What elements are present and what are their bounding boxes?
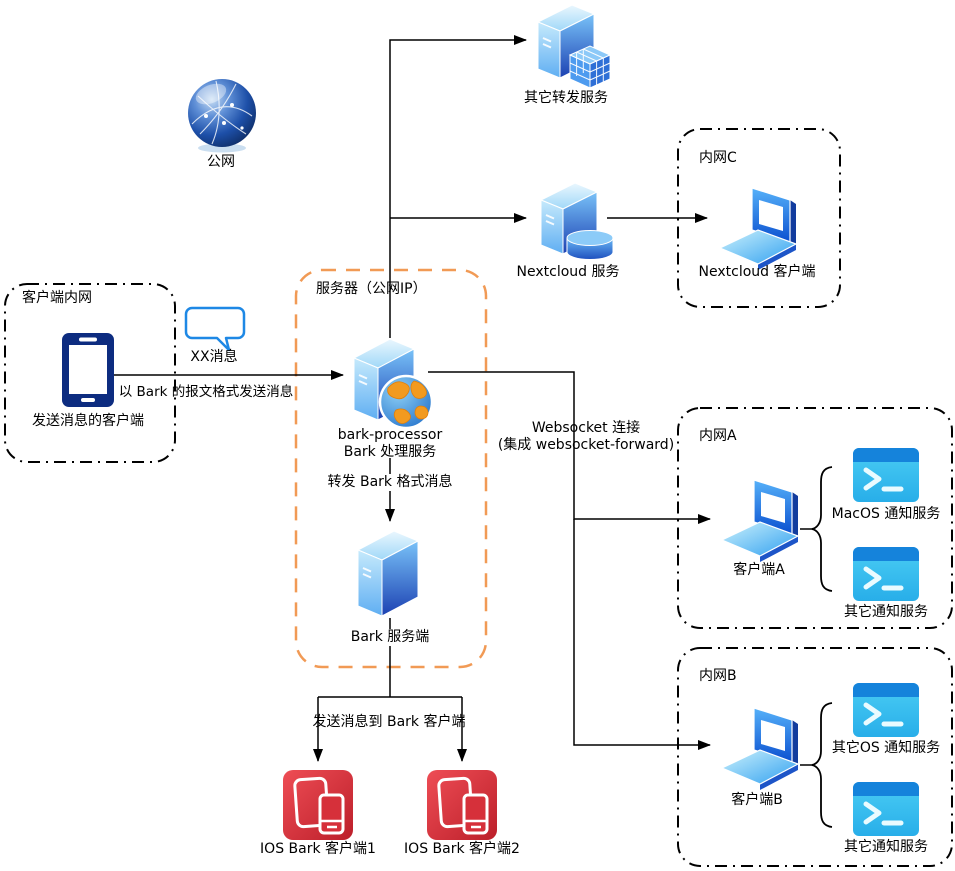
nextcloud-client-label: Nextcloud 客户端 <box>698 264 816 280</box>
bark-processor-server-icon <box>352 338 434 430</box>
client-intranet-box <box>4 283 176 463</box>
other-forward-service-label: 其它转发服务 <box>524 90 608 106</box>
public-network-label: 公网 <box>207 154 235 170</box>
client-a-label: 客户端A <box>733 562 785 578</box>
macos-notify-terminal-icon <box>853 448 919 502</box>
ios-bark-client2-label: IOS Bark 客户端2 <box>404 841 520 857</box>
send-to-clients-edge-label: 发送消息到 Bark 客户端 <box>312 714 466 730</box>
intranet-c-box <box>677 128 841 308</box>
bark-server-label: Bark 服务端 <box>347 629 433 646</box>
database-cylinder-icon <box>566 230 614 260</box>
nextcloud-server-icon <box>539 182 614 260</box>
other-notify-b-label: 其它通知服务 <box>844 839 928 855</box>
server-public-label: 服务器（公网IP） <box>316 281 427 297</box>
intranet-b-box <box>677 647 953 867</box>
ios-bark-client1-icon <box>283 770 353 840</box>
other-notify-b-terminal-icon <box>853 782 919 836</box>
intranet-a-label: 内网A <box>699 428 737 444</box>
sender-phone-icon <box>62 333 114 407</box>
brace-intranet-a <box>811 466 833 592</box>
nextcloud-client-laptop-icon <box>718 187 798 270</box>
public-network-globe-icon <box>188 79 256 153</box>
edge-to-client-b <box>573 519 711 750</box>
bark-processor-label-line1: bark-processor <box>337 427 443 443</box>
bark-processor-label-line2: Bark 处理服务 <box>343 443 437 460</box>
message-bubble-icon <box>184 306 246 352</box>
ios-bark-client1-label: IOS Bark 客户端1 <box>260 841 376 857</box>
nextcloud-server-label: Nextcloud 服务 <box>516 264 620 280</box>
websocket-edge-label-line1: Websocket 连接 <box>531 420 641 436</box>
send-format-edge-label: 以 Bark 的报文格式发送消息 <box>118 384 294 400</box>
message-bubble-label: XX消息 <box>190 349 238 365</box>
server-public-box <box>294 268 488 669</box>
intranet-c-label: 内网C <box>699 150 737 166</box>
other-forward-server-icon <box>536 4 612 89</box>
forward-bark-edge-label: 转发 Bark 格式消息 <box>324 474 456 491</box>
edge-to-client-a <box>428 371 711 524</box>
other-notify-a-terminal-icon <box>853 547 919 601</box>
other-os-notify-label: 其它OS 通知服务 <box>831 740 941 756</box>
client-intranet-label: 客户端内网 <box>22 290 92 306</box>
client-a-laptop-icon <box>720 479 800 562</box>
macos-notify-label: MacOS 通知服务 <box>831 506 941 522</box>
websocket-edge-label: Websocket 连接 (集成 websocket-forward) <box>498 420 674 453</box>
intranet-b-label: 内网B <box>699 668 737 684</box>
earth-icon <box>378 374 434 430</box>
brace-intranet-b <box>811 702 833 828</box>
ios-bark-client2-icon <box>427 770 497 840</box>
edge-to-other-forward <box>389 35 527 338</box>
websocket-edge-label-line2: (集成 websocket-forward) <box>497 436 675 453</box>
intranet-a-box <box>677 407 953 629</box>
sender-client-label: 发送消息的客户端 <box>32 413 144 429</box>
client-b-label: 客户端B <box>731 792 783 808</box>
bark-server-icon <box>356 530 420 617</box>
other-notify-a-label: 其它通知服务 <box>844 604 928 620</box>
bark-processor-label: bark-processor Bark 处理服务 <box>338 427 443 460</box>
client-b-laptop-icon <box>720 707 800 790</box>
other-os-notify-terminal-icon <box>853 683 919 737</box>
